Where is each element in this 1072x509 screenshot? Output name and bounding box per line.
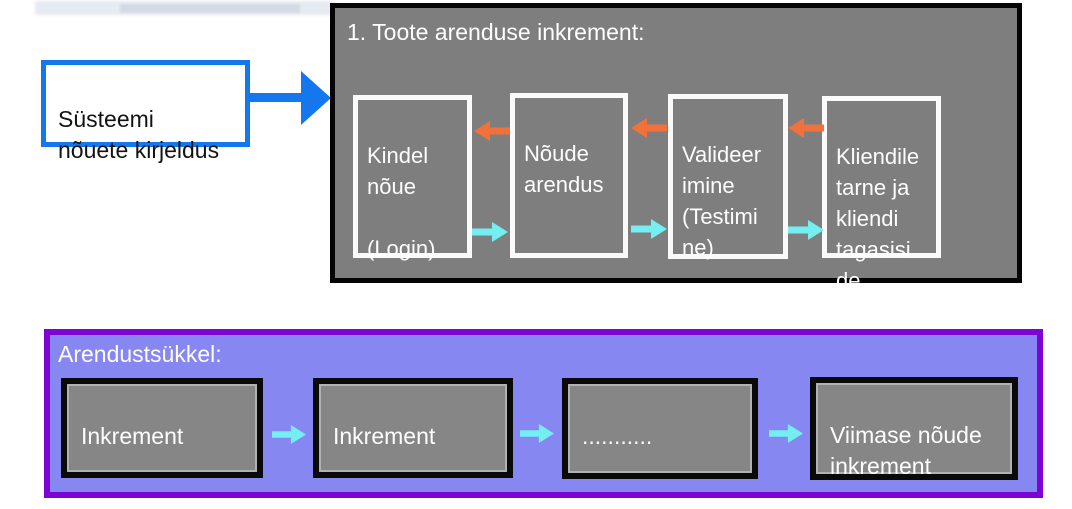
compression-artifacts — [120, 4, 300, 13]
stage-box-valideerimine: Valideer imine (Testimi ne) — [668, 94, 788, 260]
increment-box-1: Inkrement — [61, 378, 263, 478]
arrow-right-icon — [520, 423, 554, 444]
increment-box-last: Viimase nõude inkrement — [810, 377, 1018, 480]
stage-box-noude-arendus: Nõude arendus — [510, 93, 628, 258]
arrow-right-icon — [788, 219, 824, 241]
arrow-right-icon — [472, 221, 508, 243]
stage-text: Valideer imine (Testimi ne) — [682, 142, 762, 260]
arrow-right-icon — [769, 423, 803, 444]
stage-box-kindel-noue: Kindel nõue (Login) — [353, 95, 472, 261]
stage-text: Kindel nõue (Login) — [367, 143, 436, 261]
arrow-left-icon — [631, 117, 667, 139]
cycle-panel: Arendustsükkel: Inkrement Inkrement ....… — [44, 329, 1043, 498]
arrow-right-icon — [272, 424, 306, 445]
arrow-right-icon — [631, 218, 667, 240]
increment-text: ........... — [582, 423, 653, 449]
increment-text: Inkrement — [81, 423, 184, 449]
compression-artifacts — [35, 1, 335, 15]
increment-text: Viimase nõude inkrement — [830, 422, 982, 479]
increment-box-2: Inkrement — [313, 378, 513, 478]
increment-panel: 1. Toote arenduse inkrement: Kindel nõue… — [330, 3, 1022, 293]
increment-box-ellipsis: ........... — [562, 378, 758, 479]
stage-text: Kliendile tarne ja kliendi tagasisi de — [836, 144, 920, 293]
cycle-panel-title: Arendustsükkel: — [58, 341, 222, 367]
increment-panel-title: 1. Toote arenduse inkrement: — [347, 19, 645, 45]
requirements-box: Süsteemi nõuete kirjeldus — [41, 60, 250, 163]
arrow-left-icon — [474, 120, 510, 142]
arrow-left-icon — [788, 117, 824, 139]
stage-text: Nõude arendus — [524, 141, 604, 197]
requirements-text: Süsteemi nõuete kirjeldus — [58, 106, 220, 163]
increment-text: Inkrement — [333, 423, 436, 449]
stage-box-kliendile-tarne: Kliendile tarne ja kliendi tagasisi de — [822, 96, 941, 293]
flow-arrow-blue-icon — [249, 71, 331, 125]
